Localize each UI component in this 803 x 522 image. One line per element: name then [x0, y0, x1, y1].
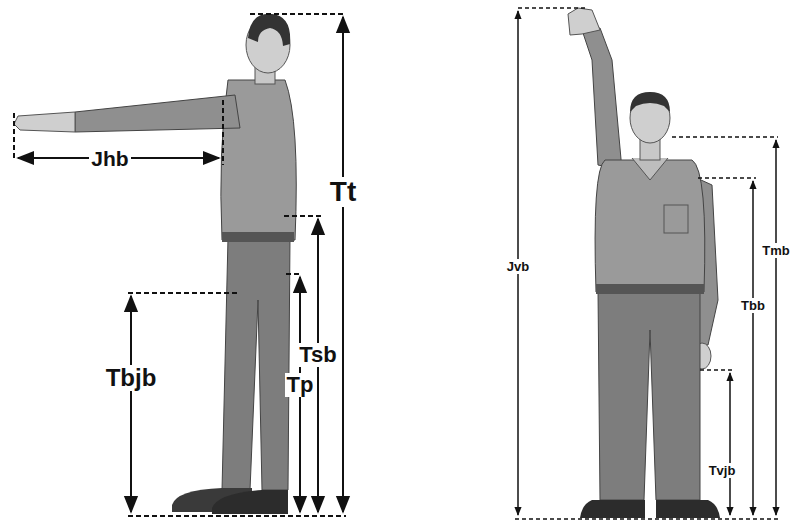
dimension-label: Tp	[285, 373, 316, 397]
dimension-lines-front	[515, 8, 780, 519]
dimension-label: Jhb	[89, 147, 130, 170]
dimension-label: Tmb	[760, 243, 791, 258]
dimension-label: Tsb	[297, 343, 338, 367]
dimension-label: Tbb	[739, 298, 767, 313]
dimension-label: Tvjb	[707, 463, 738, 478]
front-figure	[568, 8, 720, 518]
dimension-label: Tt	[328, 177, 358, 207]
dimension-lines-side	[14, 14, 346, 516]
side-figure	[14, 14, 296, 514]
dimension-label: Jvb	[505, 259, 531, 274]
dimension-label: Tbjb	[104, 365, 159, 391]
